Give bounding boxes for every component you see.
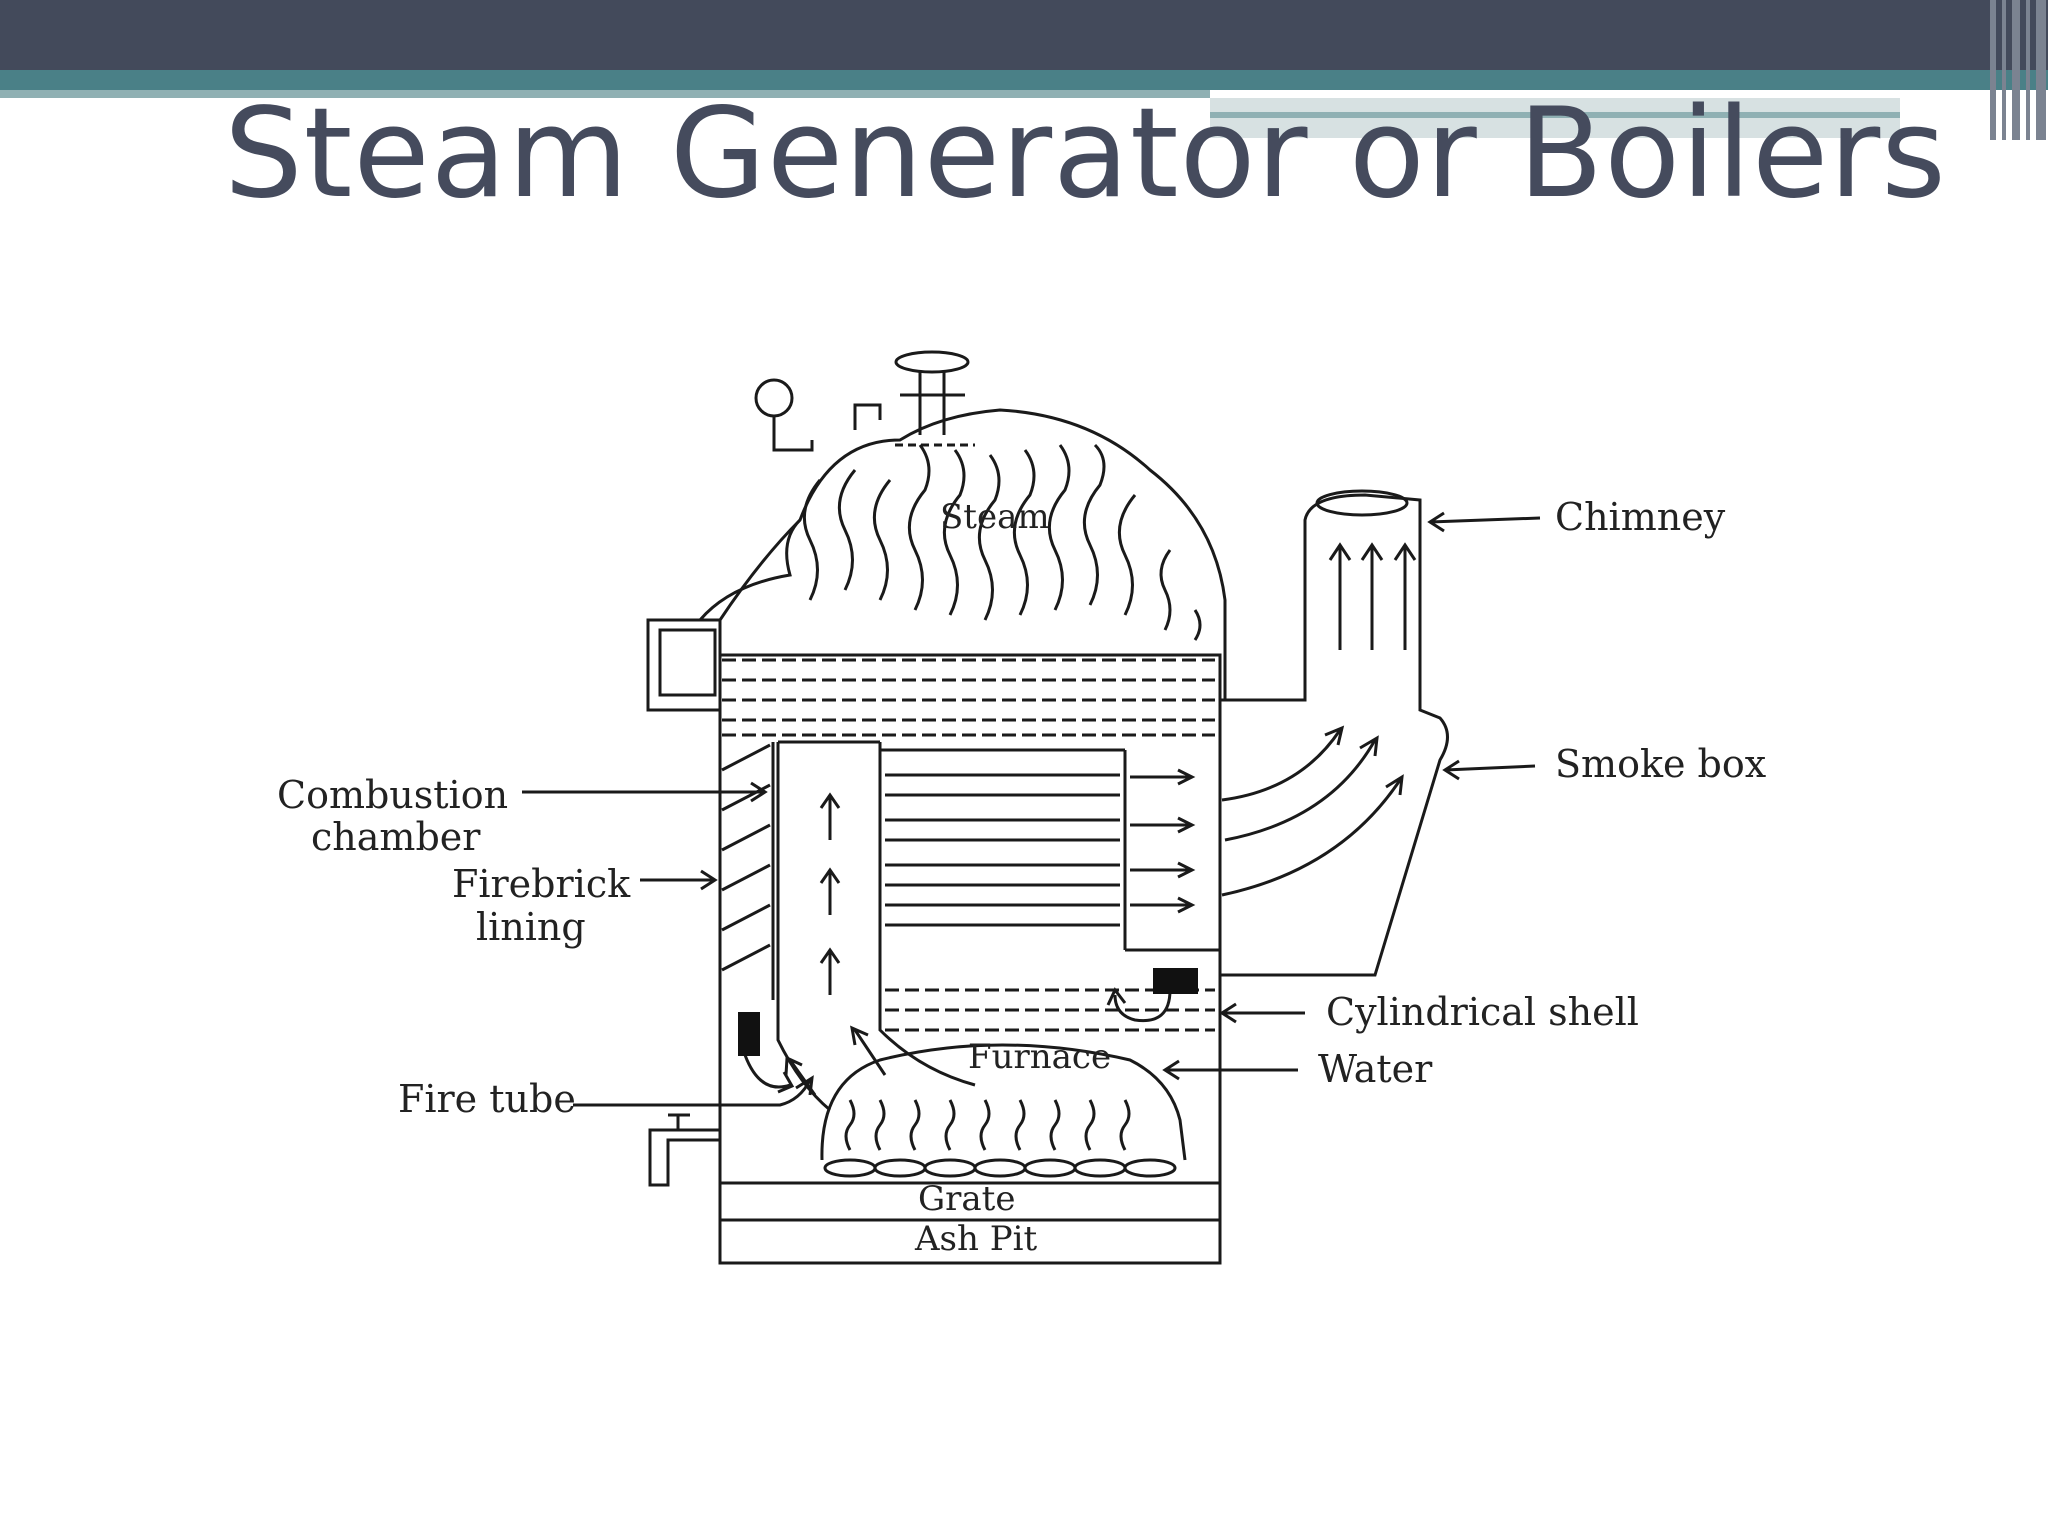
chimney-label: Chimney [1555, 495, 1726, 539]
steam-label: Steam [940, 497, 1050, 537]
chimney-top [1315, 489, 1409, 517]
smoke-box-door [1153, 968, 1198, 994]
firebrick-label-1: Firebrick [452, 862, 631, 906]
chimney-pointer [1427, 511, 1541, 533]
furnace-label: Furnace [968, 1037, 1111, 1077]
pressure-gauge [754, 378, 794, 418]
cylindrical-shell-label: Cylindrical shell [1326, 990, 1639, 1034]
corner-decoration [1986, 0, 2048, 140]
accent-stripe [0, 70, 2048, 90]
firebrick-pointer [640, 869, 718, 891]
combustion-label-1: Combustion [277, 773, 508, 817]
combustion-pointer [522, 781, 768, 803]
water-pointer [1162, 1059, 1298, 1081]
grate-label: Grate [918, 1179, 1015, 1219]
steam-dome [718, 408, 1227, 700]
water-label: Water [1318, 1047, 1433, 1091]
smoke-box [1220, 493, 1449, 977]
accent-stripe-right [1210, 112, 1900, 118]
accent-stripe-light [0, 90, 1210, 98]
header-bar [0, 0, 2048, 70]
smoke-box-label: Smoke box [1555, 742, 1766, 786]
fire-tube-label: Fire tube [398, 1077, 576, 1121]
valve-box-inner [658, 628, 717, 697]
valve-box [646, 618, 722, 712]
ash-pit-label: Ash Pit [914, 1219, 1037, 1259]
cylindrical-shell-outline [718, 653, 1222, 1265]
fire-tube-pointer [573, 1075, 814, 1107]
accent-band [1210, 98, 1900, 138]
fire-tube [776, 742, 831, 1112]
fire-hole-door [738, 1012, 760, 1056]
slide-title: Steam Generator or Boilers [224, 82, 1947, 226]
cylindrical-shell-pointer [1219, 1002, 1305, 1024]
furnace [820, 1043, 1187, 1161]
safety-valve [894, 350, 970, 374]
firebrick-label-2: lining [476, 905, 586, 949]
combustion-label-2: chamber [311, 815, 481, 859]
smoke-box-pointer [1442, 759, 1536, 781]
